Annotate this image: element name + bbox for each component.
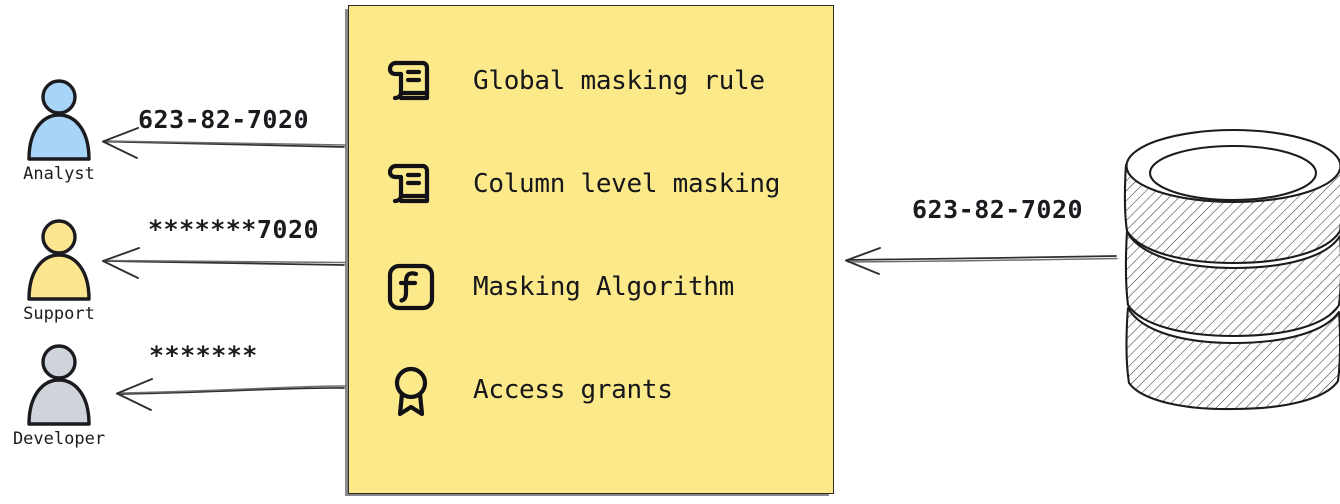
policy-item-masking-algorithm[interactable]: Masking Algorithm [383, 259, 833, 315]
arrow-database-to-policy [845, 247, 1118, 275]
policy-item-access-grants[interactable]: Access grants [383, 362, 833, 418]
person-icon [0, 218, 118, 304]
database-cylinder-icon [1123, 128, 1340, 411]
arrow-label-database-to-policy: 623-82-7020 [912, 195, 1084, 224]
policy-item-global-masking-rule[interactable]: Global masking rule [383, 53, 833, 109]
arrow-label-policy-to-developer: ******* [149, 341, 258, 370]
policy-item-column-level-masking[interactable]: Column level masking [383, 156, 833, 212]
arrow-label-policy-to-analyst: 623-82-7020 [138, 105, 310, 134]
function-icon [383, 259, 439, 315]
award-icon [383, 362, 439, 418]
policy-item-label: Column level masking [473, 169, 781, 199]
scroll-icon [383, 156, 439, 212]
policy-item-label: Global masking rule [473, 66, 765, 96]
actor-label: Support [23, 304, 95, 324]
policy-item-label: Access grants [473, 375, 673, 405]
person-icon [0, 343, 118, 429]
actor-support[interactable]: Support [0, 218, 118, 324]
actor-analyst[interactable]: Analyst [0, 78, 118, 184]
policy-list: Global masking rule Column level masking [349, 6, 833, 493]
policy-panel: Global masking rule Column level masking [348, 5, 834, 494]
arrow-label-policy-to-support: *******7020 [148, 215, 320, 244]
arrow-policy-to-developer [116, 378, 346, 411]
person-icon [0, 78, 118, 164]
policy-item-label: Masking Algorithm [473, 272, 735, 302]
scroll-icon [383, 53, 439, 109]
actor-label: Developer [12, 429, 106, 449]
arrow-policy-to-analyst [102, 127, 346, 159]
actor-developer[interactable]: Developer [0, 343, 118, 449]
actor-label: Analyst [23, 164, 95, 184]
arrow-policy-to-support [102, 247, 346, 279]
